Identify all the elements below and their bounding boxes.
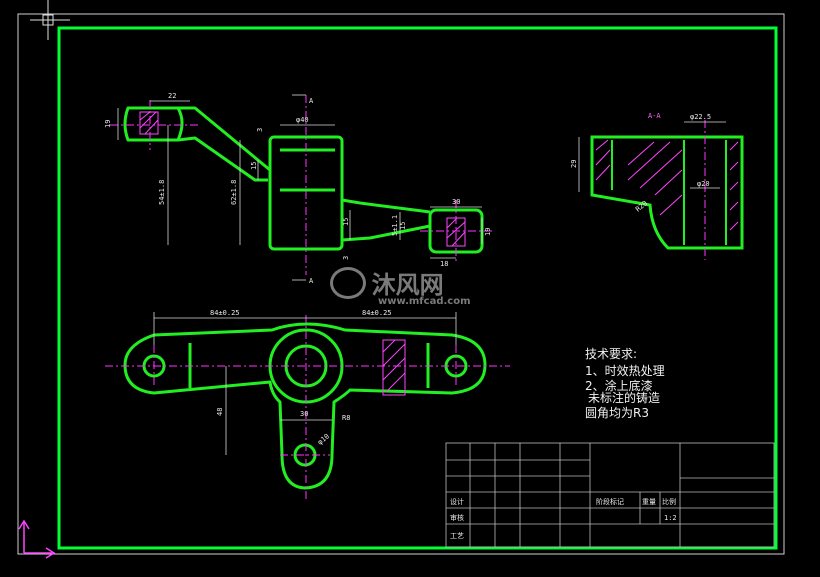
- technical-note-1: 1、时效热处理: [585, 364, 665, 378]
- watermark-brand: 沐风网: [371, 271, 444, 299]
- dim-54: 54±1.8: [158, 180, 166, 205]
- dim-5: 5±1.1: [391, 215, 399, 236]
- technical-notes-title: 技术要求:: [585, 347, 638, 361]
- dim-30: 30: [452, 198, 460, 206]
- dim-62: 62±1.8: [230, 180, 238, 205]
- title-block-row-review: 审核: [450, 513, 464, 522]
- drawing-frame: [57, 26, 778, 550]
- dim-48: 48: [216, 408, 224, 416]
- dim-19-right: 19: [484, 228, 492, 236]
- dim-phi40: φ40: [296, 116, 309, 124]
- ucs-axis-icon: [18, 519, 56, 559]
- front-view-dims: 22 19 φ40 3 15 54±1.8 62±1.8 30 15 5±1.1…: [104, 92, 492, 285]
- dim-84-left: 84±0.25: [210, 309, 240, 317]
- plan-view-hatch: [382, 339, 406, 396]
- dim-3-bottom: 3: [342, 256, 350, 260]
- dim-30-plan: 30: [300, 410, 308, 418]
- technical-note-2: 2、涂上底漆: [585, 379, 653, 393]
- watermark-logo-icon: [330, 266, 366, 299]
- front-view-dim-lines: [117, 94, 483, 281]
- section-view: A-A φ22.5 29 φ20 R20: [570, 112, 744, 260]
- technical-note-4: 圆角均为R3: [585, 406, 649, 420]
- watermark: 沐风网 www.mfcad.com: [330, 265, 471, 307]
- section-view-label: A-A: [648, 112, 661, 120]
- title-block-row-process: 工艺: [450, 532, 464, 540]
- title-block-scale-label: 比例: [662, 497, 676, 506]
- dim-18: 18: [440, 260, 448, 268]
- dim-84-right: 84±0.25: [362, 309, 392, 317]
- title-block: [445, 442, 775, 548]
- plan-view: [123, 322, 487, 490]
- dim-22: 22: [168, 92, 176, 100]
- title-block-stage-label: 阶段标记: [596, 497, 624, 506]
- technical-note-3: 未标注的铸造: [588, 391, 661, 405]
- dim-phi20: φ20: [697, 180, 710, 188]
- sheet-border: [17, 13, 785, 555]
- dim-15-mid: 15: [342, 218, 350, 226]
- dim-29: 29: [570, 160, 578, 168]
- front-view: [123, 106, 484, 254]
- plan-view-dim-lines: [153, 312, 457, 455]
- dim-19-left: 19: [104, 120, 112, 128]
- front-view-hatch: [139, 111, 466, 247]
- title-block-weight-label: 重量: [642, 498, 656, 506]
- dim-phi10: φ10: [316, 432, 331, 446]
- section-mark-top: A: [309, 97, 314, 105]
- plan-view-centerlines: [105, 315, 510, 500]
- dim-phi22-5: φ22.5: [690, 113, 711, 121]
- dim-15-right: 15: [399, 222, 407, 230]
- dim-15-left: 15: [250, 162, 258, 170]
- title-block-row-design: 设计: [450, 497, 464, 506]
- watermark-url: www.mfcad.com: [378, 296, 471, 307]
- crosshair-cursor-icon[interactable]: [30, 0, 70, 40]
- dim-3-top: 3: [256, 128, 264, 132]
- section-mark-bottom: A: [309, 277, 314, 285]
- front-view-centerlines: [110, 95, 495, 275]
- title-block-text: 阶段标记 重量 比例 1:2 设计 审核 工艺: [450, 497, 677, 540]
- dim-r8: R8: [342, 414, 350, 422]
- title-block-scale-value: 1:2: [664, 514, 677, 522]
